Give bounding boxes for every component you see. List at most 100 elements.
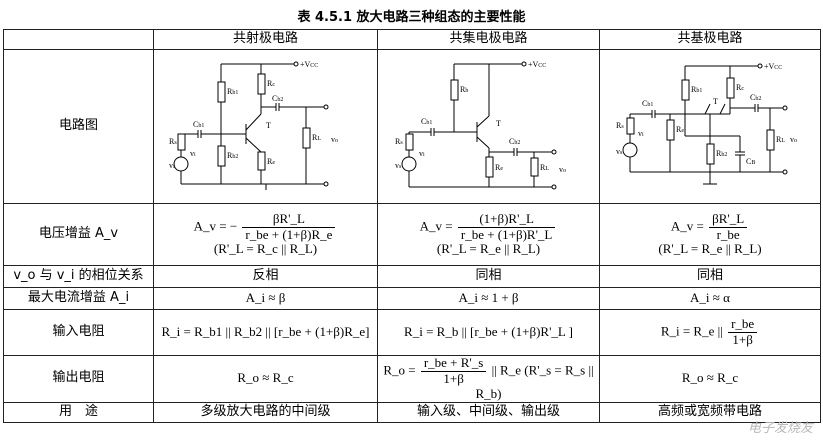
cc-rin-cell: R_i = R_b || [r_be + (1+β)R'_L ] [377, 309, 600, 356]
cc-rout-prefix: R_o = [383, 362, 416, 378]
svg-text:vi: vi [638, 129, 644, 138]
svg-text:Rb: Rb [460, 85, 468, 94]
cc-rout-numerator: r_be + R'_s [420, 355, 487, 372]
ce-rin-cell: R_i = R_b1 || R_b2 || [r_be + (1+β)R_e] [153, 309, 378, 356]
header-cb: 共基极电路 [599, 29, 821, 50]
ce-gain-numerator: βR'_L [242, 211, 336, 228]
header-row: 共射极电路 共集电极电路 共基极电路 [3, 29, 821, 50]
svg-text:+VCC: +VCC [764, 62, 782, 71]
svg-text:Rb2: Rb2 [227, 151, 238, 160]
ce-circuit-cell: +VCC Rb1 Rc Cb1 Cb2 T Rs vs vi Rb2 Re RL… [153, 49, 378, 204]
svg-text:+VCC: +VCC [300, 60, 318, 69]
svg-text:vs: vs [616, 147, 623, 156]
svg-text:+VCC: +VCC [528, 60, 546, 69]
svg-text:vo: vo [331, 135, 338, 144]
header-ce: 共射极电路 [153, 29, 378, 50]
table-caption: 表 4.5.1 放大电路三种组态的主要性能 [297, 10, 526, 25]
cc-gain-note: (R'_L = R_e || R_L) [436, 241, 541, 257]
svg-text:Rs: Rs [395, 137, 403, 146]
svg-text:Cb2: Cb2 [509, 137, 520, 146]
svg-text:vo: vo [790, 135, 797, 144]
svg-text:Cb2: Cb2 [272, 94, 283, 103]
use-row: 用 途 多级放大电路的中间级 输入级、中间级、输出级 高频或宽频带电路 [3, 401, 821, 423]
ce-gain-note: (R'_L = R_c || R_L) [213, 241, 318, 257]
svg-text:Re: Re [495, 163, 503, 172]
svg-text:Re: Re [676, 125, 684, 134]
cc-gain-prefix: A_v = [419, 218, 453, 234]
ce-circuit-diagram: +VCC Rb1 Rc Cb1 Cb2 T Rs vs vi Rb2 Re RL… [169, 60, 338, 190]
svg-text:vo: vo [559, 165, 566, 174]
ce-gain-prefix: A_v = − [193, 218, 238, 234]
svg-text:Cb1: Cb1 [193, 120, 204, 129]
svg-text:Rc: Rc [267, 79, 275, 88]
diagram-row: 电路图 +VCC Rb1 Rc Cb1 [3, 49, 821, 204]
svg-text:RL: RL [540, 163, 549, 172]
cb-gain-denominator: r_be [716, 226, 740, 242]
ce-current-cell: A_i ≈ β [153, 287, 378, 310]
svg-text:CB: CB [746, 157, 755, 166]
row-label-rout: 输出电阻 [3, 355, 154, 403]
svg-text:vs: vs [169, 161, 176, 170]
cc-circuit-diagram: +VCC Rb Cb1 T Rs vs vi Re Cb2 RL vo [395, 60, 566, 189]
ce-gain-denominator: r_be + (1+β)R_e [245, 226, 333, 242]
ce-rout-cell: R_o ≈ R_c [153, 355, 378, 403]
svg-text:Cb1: Cb1 [421, 117, 432, 126]
cc-phase-cell: 同相 [377, 265, 600, 288]
cb-gain-prefix: A_v = [670, 218, 704, 234]
cc-gain-numerator: (1+β)R'_L [457, 211, 556, 228]
cc-current-cell: A_i ≈ 1 + β [377, 287, 600, 310]
svg-text:Re: Re [267, 157, 275, 166]
svg-text:vs: vs [395, 161, 402, 170]
cb-gain-note: (R'_L = R_e || R_L) [658, 241, 762, 257]
svg-text:T: T [496, 119, 501, 128]
row-label-rin: 输入电阻 [3, 309, 154, 356]
cb-rout-cell: R_o ≈ R_c [599, 355, 821, 403]
header-empty [3, 29, 154, 50]
ce-phase-cell: 反相 [153, 265, 378, 288]
cc-gain-denominator: r_be + (1+β)R'_L [460, 226, 553, 242]
row-label-use: 用 途 [3, 401, 154, 423]
svg-text:Rb1: Rb1 [691, 85, 702, 94]
svg-text:RL: RL [776, 135, 785, 144]
svg-text:vi: vi [190, 149, 196, 158]
svg-text:Rs: Rs [169, 137, 177, 146]
cb-rin-prefix: R_i = R_e || [660, 323, 723, 339]
cc-rout-suffix: || R_e (R'_s = R_s || R_b) [475, 362, 594, 401]
rin-row: 输入电阻 R_i = R_b1 || R_b2 || [r_be + (1+β)… [3, 309, 821, 356]
svg-text:T: T [713, 97, 718, 106]
row-label-phase: v_o 与 v_i 的相位关系 [3, 265, 154, 288]
cb-current-cell: A_i ≈ α [599, 287, 821, 310]
phase-row: v_o 与 v_i 的相位关系 反相 同相 同相 [3, 265, 821, 288]
row-label-diagram: 电路图 [3, 49, 154, 204]
svg-text:RL: RL [312, 133, 321, 142]
cb-rin-numerator: r_be [728, 316, 758, 333]
svg-text:Rc: Rc [736, 83, 744, 92]
watermark-logo: 电子发烧友 [747, 421, 813, 436]
cb-circuit-cell: +VCC Rb1 Rc Cb1 Cb2 T Rs vs vi Re Rb2 CB… [599, 49, 821, 204]
cc-circuit-cell: +VCC Rb Cb1 T Rs vs vi Re Cb2 RL vo [377, 49, 600, 204]
cc-use-cell: 输入级、中间级、输出级 [377, 401, 600, 423]
current-row: 最大电流增益 A_i A_i ≈ β A_i ≈ 1 + β A_i ≈ α [3, 287, 821, 310]
svg-text:Rb2: Rb2 [716, 149, 727, 158]
ce-use-cell: 多级放大电路的中间级 [153, 401, 378, 423]
performance-table: 共射极电路 共集电极电路 共基极电路 电路图 +VCC [3, 29, 821, 423]
svg-text:Cb2: Cb2 [750, 93, 761, 102]
svg-text:vi: vi [419, 149, 425, 158]
cc-rout-denominator: 1+β [443, 370, 464, 386]
cb-phase-cell: 同相 [599, 265, 821, 288]
cb-rin-denominator: 1+β [732, 332, 753, 347]
svg-text:Cb1: Cb1 [642, 99, 653, 108]
header-cc: 共集电极电路 [377, 29, 600, 50]
cb-gain-numerator: βR'_L [709, 211, 748, 228]
